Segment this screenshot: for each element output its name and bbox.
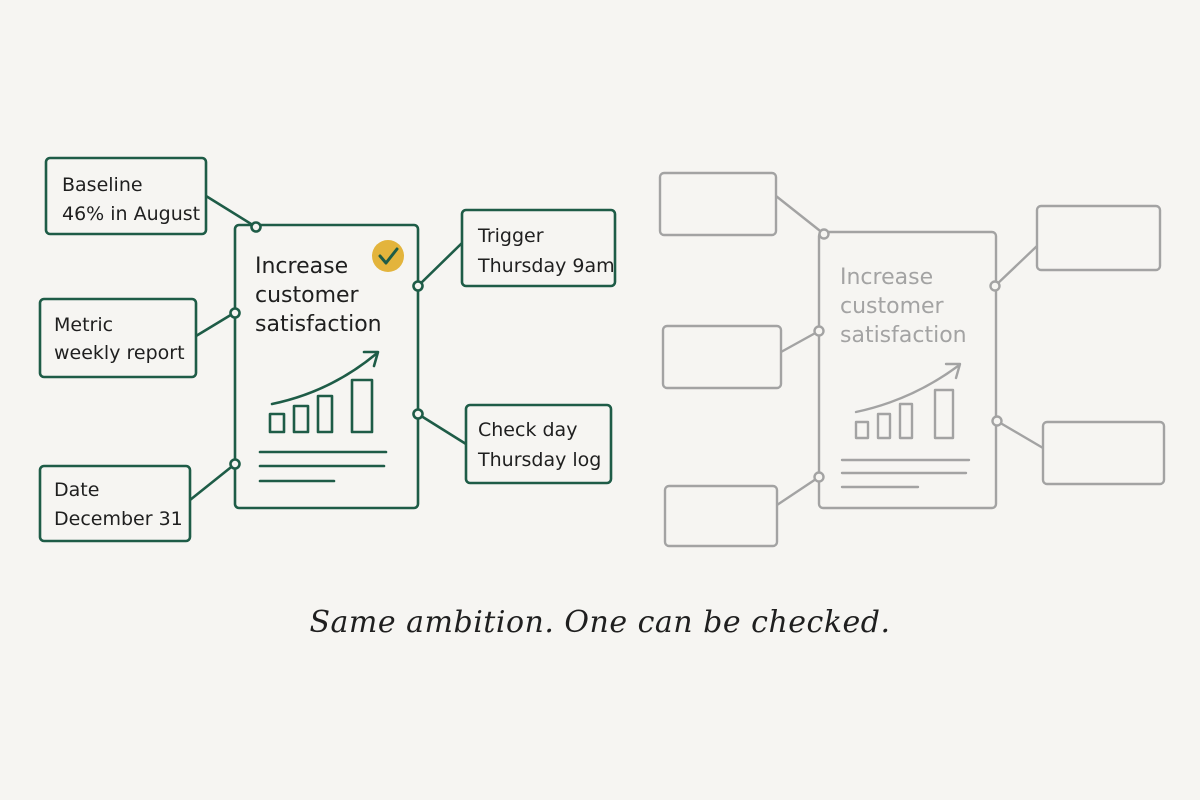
chart-bar-icon (876, 412, 892, 440)
left-title-line-3: satisfaction (255, 312, 382, 337)
chart-bar-icon (898, 402, 914, 440)
connector-dot (412, 408, 424, 420)
empty-box-3 (663, 484, 779, 548)
check-day-box (464, 403, 613, 485)
connector-dot (412, 280, 424, 292)
check-day-value: Thursday log (477, 449, 601, 471)
baseline-label: Baseline (62, 174, 143, 196)
connector-dot (229, 307, 241, 319)
goal-card (233, 223, 420, 510)
chart-bar-icon (268, 412, 286, 434)
connector-dot (250, 221, 262, 233)
trend-arrow-head-icon (362, 350, 380, 368)
empty-box-5 (1041, 420, 1166, 486)
right-title-line-2: customer (840, 294, 945, 319)
trigger-value: Thursday 9am (477, 255, 615, 277)
trend-arrow-head-icon (944, 362, 962, 380)
left-card-title: Increase customer satisfaction (255, 254, 382, 337)
left-diagram (38, 156, 617, 543)
chart-bar-icon (292, 404, 310, 434)
right-title-line-1: Increase (840, 265, 933, 290)
connector-dot (818, 228, 830, 240)
date-value: December 31 (54, 508, 183, 530)
connector-dot (813, 325, 825, 337)
connector-check-day (416, 412, 468, 446)
chart-bar-icon (316, 394, 334, 434)
connector-dot (229, 458, 241, 470)
chart-bar-icon (350, 378, 374, 434)
connector-dot (991, 415, 1003, 427)
connector-date (188, 462, 237, 502)
caption: Same ambition. One can be checked. (309, 605, 891, 640)
chart-bar-icon (933, 388, 955, 440)
left-title-line-2: customer (255, 283, 360, 308)
empty-box-2 (661, 324, 783, 390)
right-card-title: Increase customer satisfaction (840, 265, 967, 348)
right-diagram (658, 171, 1166, 548)
trend-arrow-icon (854, 364, 960, 414)
date-box (38, 464, 192, 543)
check-badge-circle (372, 240, 404, 272)
connector-dot (989, 280, 1001, 292)
connector-empty-1 (774, 194, 826, 236)
trend-arrow-icon (270, 352, 378, 406)
metric-box (38, 297, 198, 379)
baseline-value: 46% in August (62, 203, 200, 225)
empty-box-1 (658, 171, 778, 237)
right-title-line-3: satisfaction (840, 323, 967, 348)
connector-empty-4 (993, 244, 1039, 288)
date-label: Date (54, 479, 99, 501)
metric-label: Metric (54, 314, 113, 336)
chart-bar-icon (854, 420, 870, 440)
connector-metric (194, 311, 236, 338)
empty-box-4 (1035, 204, 1162, 272)
connector-empty-2 (779, 329, 821, 354)
left-title-line-1: Increase (255, 254, 348, 279)
check-icon (378, 247, 399, 265)
trigger-box (460, 208, 617, 288)
connector-baseline (204, 194, 258, 229)
baseline-box (44, 156, 208, 236)
metric-value: weekly report (54, 342, 185, 364)
connector-dot (813, 471, 825, 483)
trigger-label: Trigger (477, 225, 544, 247)
check-day-label: Check day (478, 419, 577, 441)
connector-empty-5 (995, 419, 1045, 450)
connector-empty-3 (775, 475, 821, 507)
connector-trigger (416, 241, 464, 288)
check-badge (372, 240, 404, 272)
